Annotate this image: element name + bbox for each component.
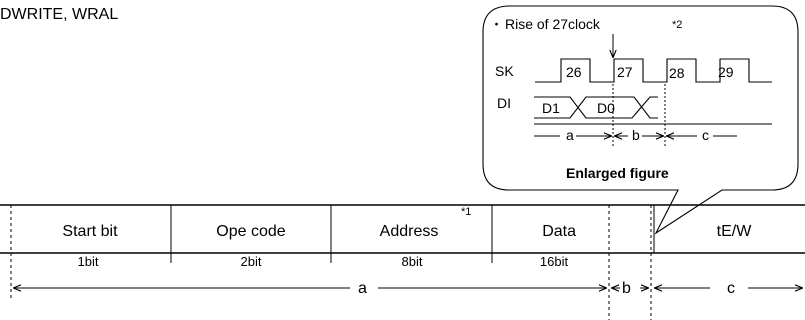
bits-address: 8bit — [402, 254, 423, 269]
interval-b-label: b — [622, 280, 631, 297]
field-data: Data — [542, 223, 576, 240]
bits-opecode: 2bit — [241, 254, 262, 269]
field-address: Address — [380, 223, 439, 240]
callout-interval-b: b — [632, 127, 640, 143]
sk-label: SK — [495, 63, 514, 79]
clock-29: 29 — [718, 64, 734, 80]
d1-label: D1 — [542, 100, 560, 116]
clock-28: 28 — [669, 65, 685, 81]
note-2: *2 — [672, 19, 682, 31]
field-ope-code: Ope code — [216, 223, 285, 240]
bits-start: 1bit — [78, 254, 99, 269]
enlarged-figure-title: Enlarged figure — [566, 165, 669, 181]
di-waveform — [534, 96, 658, 119]
callout-interval-c: c — [702, 127, 709, 143]
diagram-header: DWRITE, WRAL — [0, 6, 118, 23]
bits-data: 16bit — [540, 254, 569, 269]
caption-bullet: ・ — [490, 17, 503, 32]
interval-c-label: c — [727, 280, 735, 297]
field-start-bit: Start bit — [62, 223, 118, 240]
clock-27: 27 — [617, 64, 633, 80]
di-label: DI — [497, 95, 511, 111]
callout-interval-a: a — [566, 127, 574, 143]
note-1: *1 — [461, 206, 471, 218]
field-twr: tE/W — [717, 223, 753, 240]
enlarged-caption: Rise of 27clock — [505, 16, 601, 32]
clock-26: 26 — [566, 64, 582, 80]
sk-clock-waveform — [535, 58, 772, 83]
d0-label: D0 — [597, 100, 615, 116]
interval-a-label: a — [358, 280, 367, 297]
enlarged-callout-bubble — [482, 5, 799, 235]
